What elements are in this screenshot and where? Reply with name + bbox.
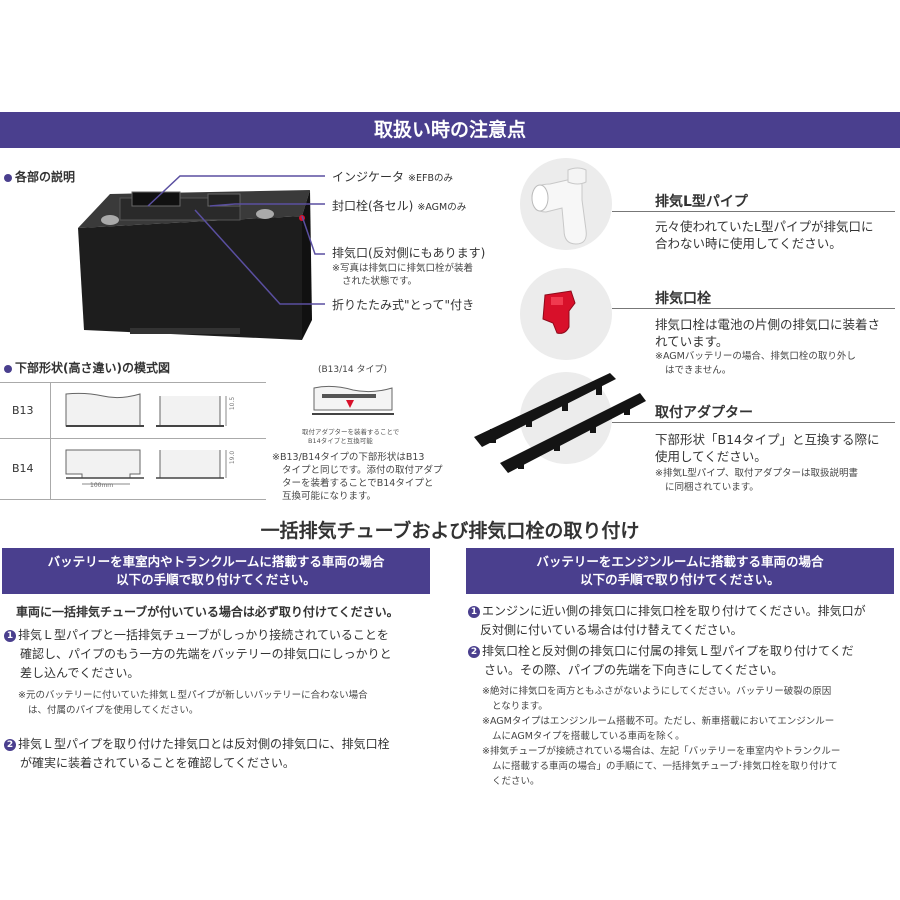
l-pipe-title: 排気L型パイプ [655,194,748,210]
vent-plug-note: ※AGMバッテリーの場合、排気口栓の取り外し はできません。 [655,351,856,376]
vent-note: ※写真は排気口に排気口栓が装着 された状態です。 [332,263,473,287]
row-label-b13: B13 [12,404,34,417]
b13-dimension: 10.5 [229,396,237,411]
bullet-icon [4,364,12,373]
step-number-2: 2 [4,739,16,751]
l-pipe-image [531,167,587,245]
left-step-1-note: ※元のバッテリーに付いていた排気Ｌ型パイプが新しいバッテリーに合わない場合 は、… [18,690,368,716]
bottom-shape-note: ※B13/B14タイプの下部形状はB13 タイプと同じです。添付の取付アダプ タ… [272,452,443,502]
step-number-1: 1 [4,630,16,642]
handle-label: 折りたたみ式"とって"付き [332,298,475,312]
vent-plug-title: 排気口栓 [655,291,711,307]
type-label: (B13/14 タイプ) [318,365,387,375]
divider [612,422,895,423]
l-pipe-desc: 元々使われていたL型パイプが排気口に 合わない時に使用してください。 [655,219,874,251]
leader-lines [147,175,325,305]
section-title: 一括排気チューブおよび排気口栓の取り付け [260,520,640,542]
divider [612,211,895,212]
left-banner: バッテリーを車室内やトランクルームに搭載する車両の場合 以下の手順で取り付けてく… [2,548,430,594]
bullet-icon [4,173,12,182]
row-label-b14: B14 [12,462,34,475]
right-banner: バッテリーをエンジンルームに搭載する車両の場合 以下の手順で取り付けてください。 [466,548,894,594]
step-number-1: 1 [468,606,480,618]
b13-shape-diagram [65,392,227,427]
vent-label: 排気口(反対側にもあります) [332,246,486,260]
left-intro: 車両に一括排気チューブが付いている場合は必ず取り付けてください。 [16,605,399,619]
b14-shape-diagram [65,449,227,485]
width-dimension: 100mm [90,482,114,489]
cap-label: 封口栓(各セル)※AGMのみ [332,199,467,213]
step-number-2: 2 [468,646,480,658]
adapter-image [474,373,646,473]
adapter-desc: 下部形状「B14タイプ」と互換する際に 使用してください。 [655,432,880,464]
adapter-title: 取付アダプター [655,405,753,421]
right-notes: ※絶対に排気口を両方ともふさがないようにしてください。バッテリー破裂の原因 とな… [482,686,841,787]
divider [612,308,895,309]
bottom-shape-table: B13 B14 10.5 19.0 100mm [0,382,266,500]
parts-heading: 各部の説明 [4,168,75,185]
indicator-label: インジケータ※EFBのみ [332,170,453,184]
vent-plug-desc: 排気口栓は電池の片側の排気口に装着さ れています。 [655,317,881,349]
vent-plug-image [542,290,576,334]
bottom-shape-heading: 下部形状(高さ違い)の模式図 [4,359,170,376]
banner-title: 取扱い時の注意点 [373,119,526,141]
adapter-diagram [312,385,394,415]
adapter-note: ※排気L型パイプ、取付アダプターは取扱説明書 に同梱されています。 [655,468,858,493]
top-banner: 取扱い時の注意点 [0,112,900,148]
adapter-caption: 取付アダプターを装着することで B14タイプと互換可能 [302,428,400,445]
b14-dimension: 19.0 [229,450,237,465]
